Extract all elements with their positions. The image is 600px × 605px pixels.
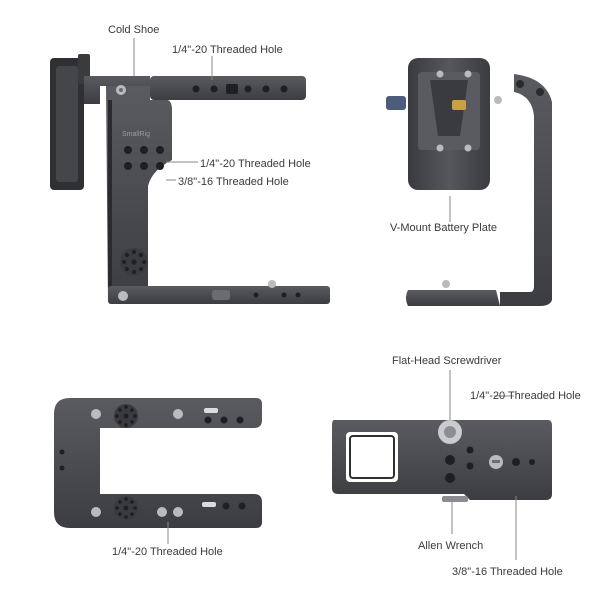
vmount-handle-view xyxy=(386,58,552,306)
label-allen-wrench: Allen Wrench xyxy=(418,540,484,552)
label-threaded-14-top: 1/4"-20 Threaded Hole xyxy=(172,44,283,56)
handle-arm xyxy=(500,74,552,306)
label-threaded-14-side: 1/4"-20 Threaded Hole xyxy=(200,158,311,170)
u-plate xyxy=(54,398,262,528)
cage-side-view: SmallRig xyxy=(50,54,330,304)
handle-foot xyxy=(406,290,500,306)
label-cold-shoe: Cold Shoe xyxy=(108,24,160,36)
cage-body xyxy=(106,86,172,300)
brand-mark: SmallRig xyxy=(122,131,150,138)
label-vmount: V-Mount Battery Plate xyxy=(390,222,497,234)
side-knob xyxy=(386,96,406,110)
label-threaded-38-plate: 3/8"-16 Threaded Hole xyxy=(452,566,563,578)
top-plate-view xyxy=(332,420,552,502)
label-threaded-14-plate: 1/4"-20 Threaded Hole xyxy=(470,390,581,402)
label-screwdriver: Flat-Head Screwdriver xyxy=(392,355,502,367)
u-plate-rosette-bottom xyxy=(114,496,138,520)
label-threaded-14-bottom: 1/4"-20 Threaded Hole xyxy=(112,546,223,558)
u-plate-view xyxy=(54,398,262,528)
callout-lines xyxy=(133,38,517,560)
allen-wrench-slot xyxy=(442,496,468,502)
u-plate-rosette-top xyxy=(114,404,138,428)
plate-cutout xyxy=(346,432,398,482)
label-threaded-38-side: 3/8"-16 Threaded Hole xyxy=(178,176,289,188)
